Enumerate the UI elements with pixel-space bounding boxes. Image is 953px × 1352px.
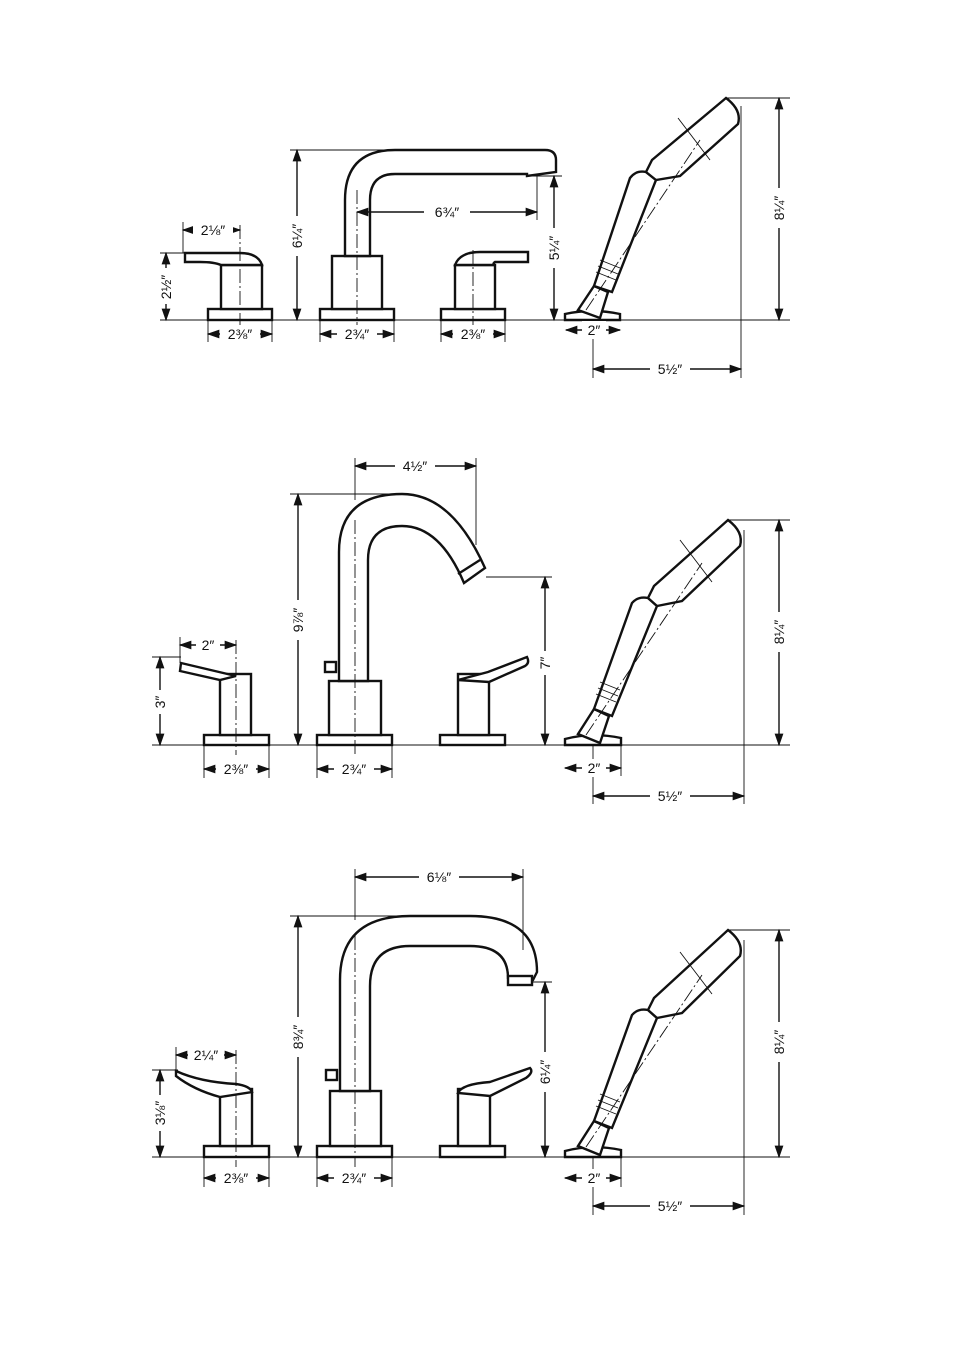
dim-outlet-height-3: 6¼″ [537,1060,553,1084]
dim-handle-height-1: 2½″ [158,275,174,299]
dim-shower-base-3: 2″ [588,1170,601,1186]
center-spout [317,916,537,1167]
diagram-set-1: 2⅛″ 2½″ 2⅜″ 6¼″ 6¾″ 2¾″ [157,98,790,378]
dim-shower-reach-3: 5½″ [658,1198,682,1214]
left-handle-lever [185,253,262,265]
left-handle [176,1050,269,1167]
dim-base-right-1: 2⅜″ [461,326,485,342]
diagram-set-2: 2″ 3″ 2⅜″ 4½″ 9⅞″ 2¾″ [151,457,790,805]
right-handle [440,657,528,745]
hand-shower-3 [565,930,741,1157]
dim-shower-height-2: 8¼″ [771,620,787,644]
dim-base-center-3: 2¾″ [342,1170,366,1186]
right-handle-body [455,265,495,309]
dim-base-left-3: 2⅜″ [224,1170,248,1186]
hand-shower-1 [565,98,739,320]
dim-handle-height-3: 3⅛″ [152,1101,168,1125]
dim-handle-width-1: 2⅛″ [201,222,225,238]
dim-shower-height-3: 8¼″ [771,1030,787,1054]
dim-shower-base-1: 2″ [588,322,601,338]
dim-outlet-height-1: 5¼″ [546,236,562,260]
shower-handle [594,172,656,292]
dim-spout-height-2: 9⅞″ [290,608,306,632]
right-handle [441,250,528,330]
left-handle [180,640,269,755]
right-handle [440,1068,531,1157]
right-handle-lever [455,252,528,265]
dim-base-left-2: 2⅜″ [224,761,248,777]
hand-shower-2 [565,520,741,745]
dim-handle-height-2: 3″ [152,696,168,709]
dim-spout-height-1: 6¼″ [289,224,305,248]
dim-handle-width-3: 2¼″ [194,1047,218,1063]
diagram-set-3: 2¼″ 3⅛″ 2⅜″ 6⅛″ 8¾″ 2¾″ [151,868,790,1215]
dim-base-center-2: 2¾″ [342,761,366,777]
left-handle [185,225,272,330]
dim-outlet-height-2: 7″ [537,657,553,670]
dim-spout-reach-1: 6¾″ [435,204,459,220]
dim-shower-height-1: 8¼″ [771,196,787,220]
dim-shower-reach-2: 5½″ [658,788,682,804]
dim-spout-reach-3: 6⅛″ [427,869,451,885]
left-handle-body [221,265,262,309]
dim-spout-height-3: 8¾″ [290,1025,306,1049]
dim-base-center-1: 2¾″ [345,326,369,342]
dim-shower-reach-1: 5½″ [658,361,682,377]
dim-handle-width-2: 2″ [202,637,215,653]
dim-shower-base-2: 2″ [588,760,601,776]
dim-spout-reach-2: 4½″ [403,458,427,474]
dim-base-left-1: 2⅜″ [228,326,252,342]
shower-head [646,98,739,180]
center-spout [320,150,556,330]
